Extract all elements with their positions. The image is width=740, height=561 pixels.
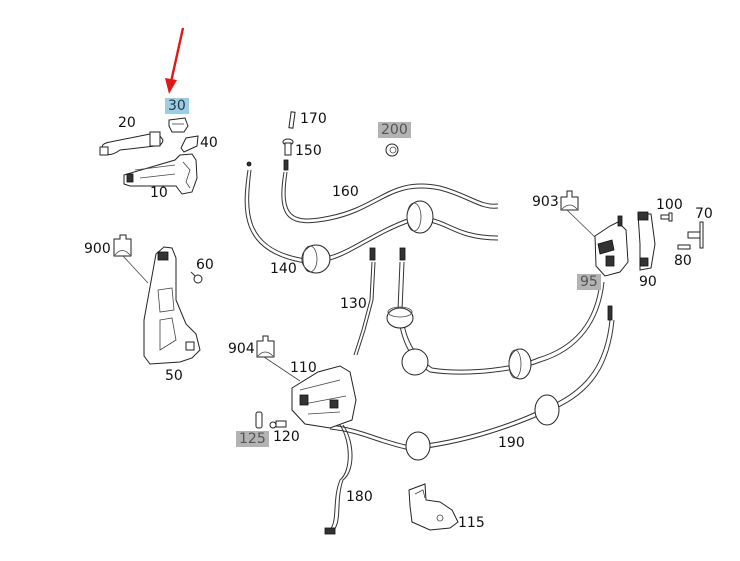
part-150-shape[interactable] [282,138,294,156]
selection-arrow [165,27,185,94]
part-110-shape[interactable] [291,365,357,429]
ref-symbol-904 [256,335,301,382]
ref-symbol-900 [113,234,149,284]
part-label-50[interactable]: 50 [165,368,183,384]
part-label-140[interactable]: 140 [270,261,297,277]
cable-190[interactable] [329,305,615,451]
grommet-lower-1 [405,431,431,461]
part-40-shape[interactable] [180,135,199,153]
part-label-70[interactable]: 70 [695,206,713,222]
part-label-903[interactable]: 903 [532,194,559,210]
part-label-900[interactable]: 900 [84,241,111,257]
grommet-lower-2 [534,394,560,426]
part-label-20[interactable]: 20 [118,115,136,131]
part-label-100[interactable]: 100 [656,197,683,213]
part-100-shape[interactable] [660,212,673,222]
part-label-200[interactable]: 200 [378,122,411,138]
ref-symbol-903 [560,190,599,241]
part-label-904[interactable]: 904 [228,341,255,357]
grommet-mid-3 [508,348,532,380]
part-label-110[interactable]: 110 [290,360,317,376]
part-label-60[interactable]: 60 [196,257,214,273]
grommet-upper-1 [406,200,434,234]
cable-95[interactable] [397,247,605,375]
cable-140[interactable] [244,161,499,264]
grommet-upper-2 [301,244,331,274]
part-30-shape[interactable] [168,117,189,133]
part-label-130[interactable]: 130 [340,296,367,312]
part-label-80[interactable]: 80 [674,253,692,269]
part-70-shape[interactable] [687,221,704,249]
part-lock-95-shape[interactable] [594,215,629,277]
part-125-shape[interactable] [255,411,263,429]
part-label-40[interactable]: 40 [200,135,218,151]
part-label-125[interactable]: 125 [236,431,269,447]
part-200-shape[interactable] [385,143,399,157]
part-label-115[interactable]: 115 [458,515,485,531]
part-170-shape[interactable] [288,111,296,129]
part-label-190[interactable]: 190 [498,435,525,451]
cable-160[interactable] [281,159,499,224]
part-label-90[interactable]: 90 [639,274,657,290]
part-label-170[interactable]: 170 [300,111,327,127]
part-label-95[interactable]: 95 [577,274,601,290]
part-label-30[interactable]: 30 [165,98,189,114]
part-20-shape[interactable] [99,131,164,156]
cable-180[interactable] [324,424,353,535]
part-label-120[interactable]: 120 [273,429,300,445]
part-115-shape[interactable] [408,483,459,531]
part-90-shape[interactable] [637,211,656,271]
grommet-mid-1 [386,306,414,329]
part-label-160[interactable]: 160 [332,184,359,200]
part-80-shape[interactable] [677,244,691,250]
part-120-shape[interactable] [269,420,287,429]
part-label-150[interactable]: 150 [295,143,322,159]
part-50-shape[interactable] [143,246,201,365]
part-130-shape[interactable] [353,247,376,356]
grommet-mid-2 [401,348,429,376]
part-label-10[interactable]: 10 [150,185,168,201]
part-60-shape[interactable] [190,271,203,284]
part-label-180[interactable]: 180 [346,489,373,505]
part-10-shape[interactable] [123,153,198,195]
